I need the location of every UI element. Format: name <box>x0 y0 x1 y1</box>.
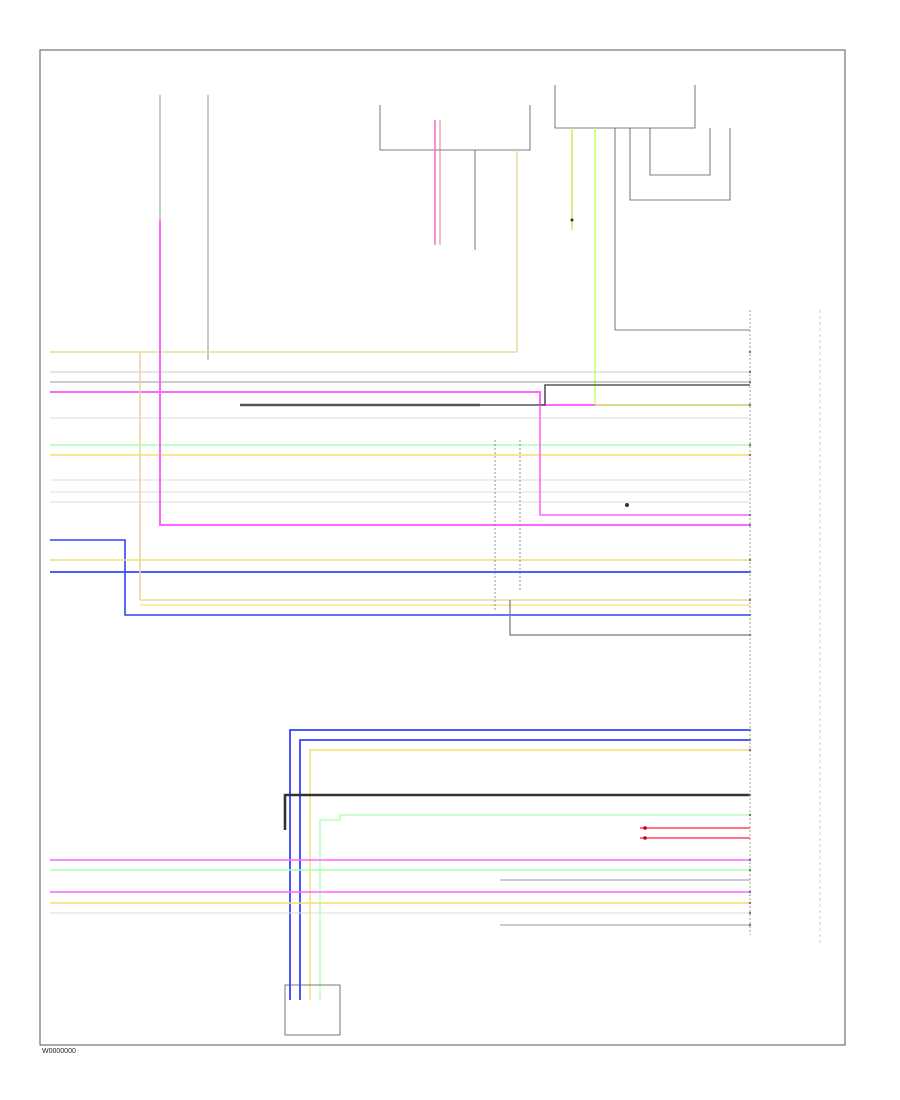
top-right-connector <box>554 85 750 405</box>
footer-code: W0000000 <box>42 1048 76 1055</box>
splice-points <box>570 218 647 840</box>
upper-wires <box>50 220 750 526</box>
top-left-connectors <box>159 95 209 360</box>
middle-wires <box>50 352 750 636</box>
diagram-border <box>39 49 846 1046</box>
lower-wires <box>50 729 750 1000</box>
pin-markers <box>748 350 752 927</box>
center-connector <box>379 105 531 352</box>
bottom-connector <box>284 984 341 1036</box>
